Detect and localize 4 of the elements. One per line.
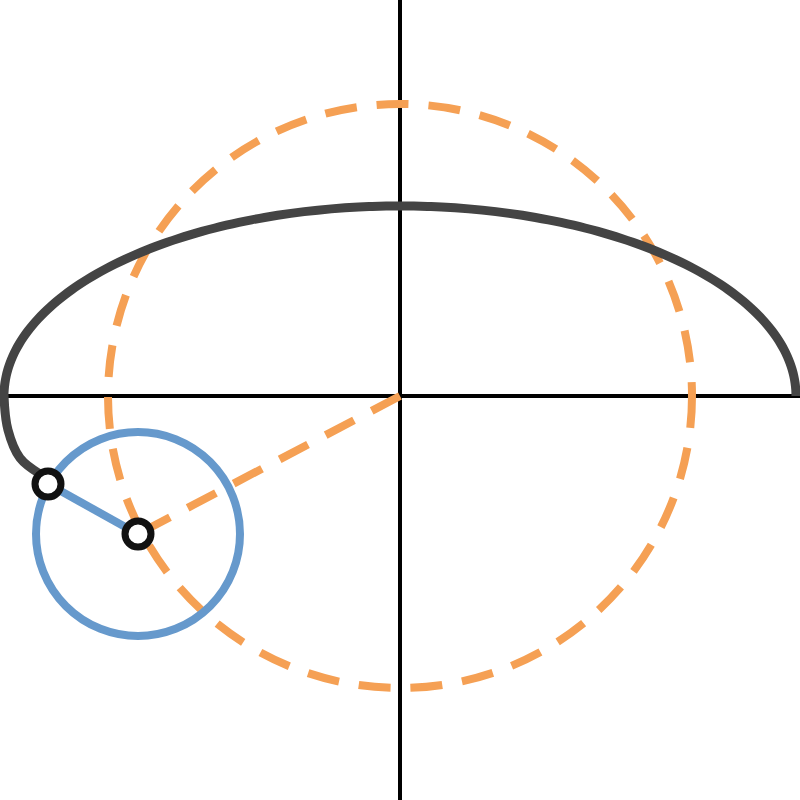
connector-line: [147, 392, 402, 532]
point-marker: [31, 467, 65, 501]
connector-line: [57, 486, 129, 532]
point-marker: [121, 517, 155, 551]
